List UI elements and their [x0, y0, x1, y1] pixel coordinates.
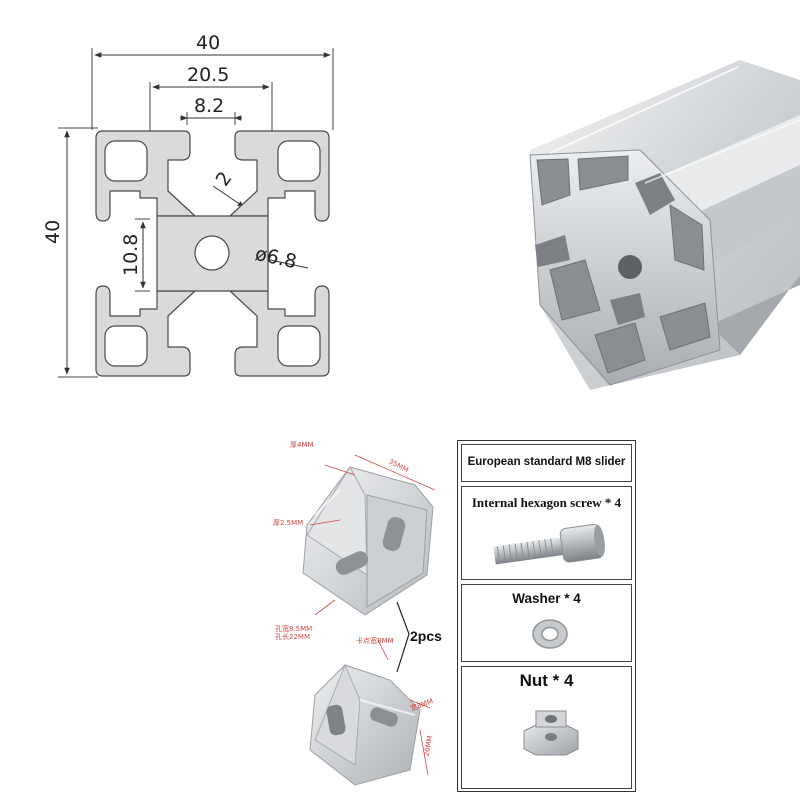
profile-center-bore	[194, 235, 230, 271]
bracket-annotation-lines	[309, 454, 436, 776]
bracket-hole-length-label: 孔长22MM	[275, 633, 310, 641]
profile-cross-section-drawing	[58, 48, 334, 378]
t-nut-image	[523, 710, 579, 756]
bracket-clip-width-label: 卡点宽8MM	[356, 637, 394, 645]
accessory-kit-table: European standard M8 slider Internal hex…	[457, 440, 636, 792]
kit-header: European standard M8 slider	[467, 456, 626, 468]
core-dimension-label: 10.8	[120, 233, 142, 276]
kit-header-cell: European standard M8 slider	[461, 444, 632, 482]
slot-opening-dimension-label: 8.2	[194, 95, 225, 117]
kit-screw-cell: Internal hexagon screw * 4	[461, 486, 632, 580]
slot-span-dimension-label: 20.5	[187, 64, 230, 86]
corner-bracket-top-image	[302, 466, 434, 616]
kit-washer-label: Washer * 4	[512, 591, 581, 606]
wall-dimension-line	[212, 185, 245, 208]
profile-3d-render	[529, 60, 800, 390]
kit-screw-label: Internal hexagon screw * 4	[471, 495, 622, 510]
kit-nut-label: Nut * 4	[519, 671, 574, 690]
profile-quadrant-bottom-left	[95, 285, 196, 377]
profile-quadrant-bottom-right	[229, 285, 330, 377]
kit-washer-cell: Washer * 4	[461, 584, 632, 662]
width-dimension-label: 40	[196, 32, 221, 54]
washer-image	[532, 619, 568, 649]
profile-quadrant-top-left	[95, 130, 196, 222]
profile-quadrant-top-right	[229, 130, 330, 222]
height-dimension-label: 40	[42, 219, 64, 244]
kit-nut-cell: Nut * 4	[461, 666, 632, 789]
bracket-thickness-4-label: 厚4MM	[290, 441, 314, 449]
corner-bracket-bottom-image	[309, 663, 421, 786]
bracket-quantity-label: 2pcs	[410, 628, 442, 644]
bracket-thickness-2-5-label: 厚2.5MM	[273, 519, 304, 527]
hex-screw-image	[493, 523, 605, 565]
bracket-hole-width-label: 孔宽8.5MM	[275, 625, 313, 633]
quantity-bracket-lines	[396, 601, 410, 673]
